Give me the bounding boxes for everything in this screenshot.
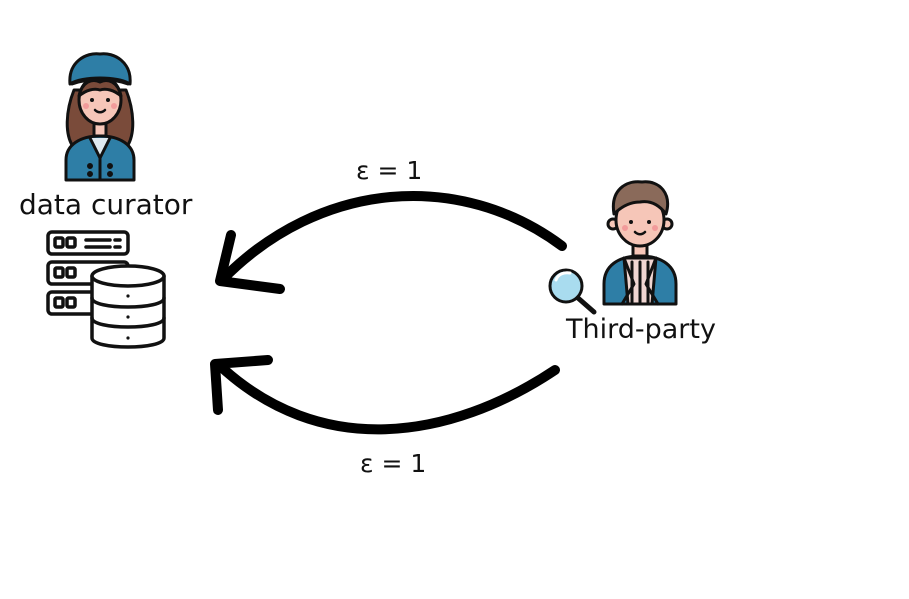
man-avatar-icon [602,180,678,306]
edge-label-bottom: ε = 1 [360,449,427,478]
magnifier-icon [548,268,597,315]
arrow-bottom [210,355,560,435]
woman-avatar-icon [64,52,136,182]
arrow-top [215,190,567,294]
edge-label-top: ε = 1 [356,156,423,185]
curator-label: data curator [19,188,193,221]
server-database-icon [46,230,166,349]
third-party-label: Third-party [566,314,716,345]
